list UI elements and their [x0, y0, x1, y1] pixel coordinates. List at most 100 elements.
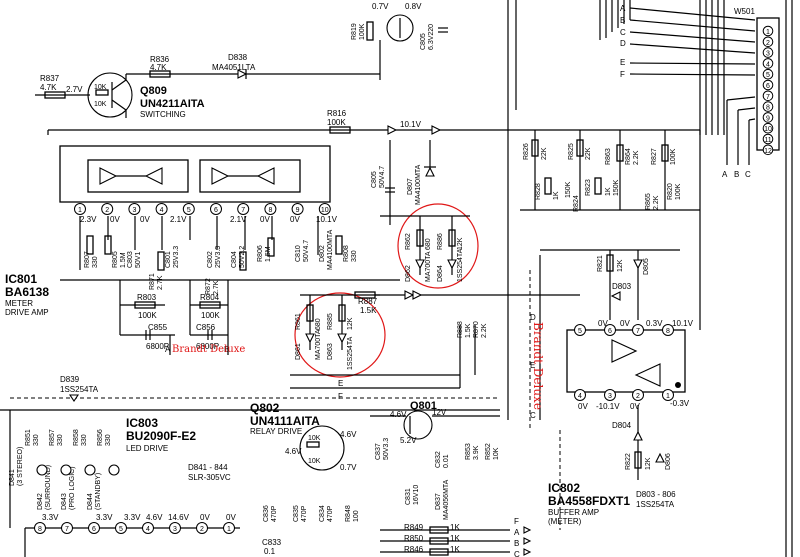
- d839: D839 1SS254TA: [10, 375, 500, 402]
- ic801-pin-8: [264, 203, 277, 215]
- svg-text:C801: C801: [165, 251, 172, 268]
- svg-text:2.7K: 2.7K: [213, 280, 220, 295]
- svg-text:D842: D842: [37, 493, 44, 510]
- svg-text:R805: R805: [112, 251, 119, 268]
- svg-text:10.1V: 10.1V: [672, 319, 694, 328]
- svg-text:50V4.7: 50V4.7: [379, 166, 386, 188]
- svg-text:UN4111AITA: UN4111AITA: [250, 414, 320, 428]
- svg-text:D862: D862: [405, 265, 412, 282]
- svg-text:0V: 0V: [598, 319, 608, 328]
- svg-text:0.8V: 0.8V: [405, 2, 422, 11]
- svg-text:B: B: [734, 170, 739, 179]
- w501-pin-label-7: 7: [766, 94, 770, 101]
- svg-text:D839: D839: [60, 375, 80, 384]
- svg-text:R872: R872: [205, 278, 212, 295]
- ic803-pin-label-8: 8: [38, 526, 42, 533]
- svg-text:50V2.2: 50V2.2: [239, 246, 246, 268]
- svg-text:(SURROUND): (SURROUND): [45, 465, 52, 510]
- svg-text:0V: 0V: [226, 513, 236, 522]
- right-resistors: R826 22K R825 22K R863 R864 2.2K R827 10…: [520, 130, 701, 330]
- svg-text:1K: 1K: [450, 534, 460, 543]
- ic802-pin-5: [574, 324, 586, 336]
- svg-text:0.7V: 0.7V: [340, 463, 357, 472]
- svg-text:D803 - 806: D803 - 806: [636, 490, 676, 499]
- red-circled-diodes-lower: R861 680 R885 12K D861 MA700TA D863 1SS2…: [294, 290, 580, 378]
- svg-text:MA4100MTA: MA4100MTA: [327, 229, 334, 270]
- svg-text:C837: C837: [375, 443, 382, 460]
- svg-text:C: C: [620, 28, 626, 37]
- svg-text:DRIVE AMP: DRIVE AMP: [5, 308, 49, 317]
- ic801-pin-label-9: 9: [296, 207, 300, 214]
- svg-text:1SS254TA: 1SS254TA: [347, 336, 354, 370]
- svg-text:12K: 12K: [617, 259, 624, 272]
- ic803-leds: D841 (3 STEREO) D842 (SURROUND) D843 (PR…: [0, 409, 500, 556]
- svg-text:3.3V: 3.3V: [124, 513, 141, 522]
- d807-area: C805 50V4.7 D807 MA4100MTA: [371, 140, 436, 225]
- svg-text:IC802: IC802: [548, 481, 580, 495]
- svg-text:D802: D802: [319, 245, 326, 262]
- ic802-pin-7: [632, 324, 644, 336]
- w501-pin-7: [762, 90, 774, 102]
- svg-text:F: F: [338, 392, 343, 401]
- svg-text:D: D: [530, 313, 536, 322]
- ic802: IC802 BA4558FDXT1 BUFFER AMP (METER): [548, 329, 686, 526]
- svg-text:BA4558FDXT1: BA4558FDXT1: [548, 494, 630, 508]
- svg-text:R848: R848: [345, 505, 352, 522]
- svg-text:6.3V220: 6.3V220: [428, 24, 435, 50]
- svg-text:10K: 10K: [308, 435, 321, 442]
- svg-text:25V3.3: 25V3.3: [215, 246, 222, 268]
- svg-text:R808: R808: [343, 245, 350, 262]
- q801: Q801 4.6V 12V 5.2V: [370, 400, 500, 445]
- svg-text:D806: D806: [665, 453, 672, 470]
- svg-text:2.1V: 2.1V: [170, 215, 187, 224]
- svg-text:4.6V: 4.6V: [285, 447, 302, 456]
- svg-text:R823: R823: [585, 179, 592, 196]
- ic801: IC801 BA6138 METER DRIVE AMP: [5, 145, 331, 317]
- svg-text:(3 STEREO): (3 STEREO): [17, 447, 24, 486]
- svg-text:R837: R837: [40, 74, 60, 83]
- handwriting-vertical: Brandt Deluxe: [531, 322, 545, 410]
- ic803-pin-7: [61, 522, 73, 534]
- ic802-pin-3: [604, 389, 616, 401]
- svg-text:F: F: [514, 517, 519, 526]
- ic801-pin-label-1: 1: [78, 207, 82, 214]
- ic801-pin-label-4: 4: [160, 207, 164, 214]
- ic803-pin-label-5: 5: [119, 526, 123, 533]
- svg-text:UN4211AITA: UN4211AITA: [140, 98, 205, 110]
- svg-text:D863: D863: [327, 343, 334, 360]
- svg-text:SLR-305VC: SLR-305VC: [188, 473, 231, 482]
- svg-text:D803: D803: [612, 282, 632, 291]
- svg-text:R870: R870: [473, 321, 480, 338]
- svg-text:Q802: Q802: [250, 401, 280, 415]
- svg-text:R827: R827: [651, 148, 658, 165]
- ic803-pin-4: [142, 522, 154, 534]
- ic803-pin-label-3: 3: [173, 526, 177, 533]
- svg-text:R864: R864: [625, 148, 632, 165]
- ic801-pin-label-6: 6: [214, 207, 218, 214]
- svg-text:C831: C831: [405, 488, 412, 505]
- svg-text:A: A: [722, 170, 728, 179]
- svg-text:0V: 0V: [630, 402, 640, 411]
- svg-text:330: 330: [57, 434, 64, 446]
- svg-text:10.1V: 10.1V: [400, 120, 422, 129]
- svg-text:MA700TA: MA700TA: [425, 251, 432, 282]
- svg-text:D841: D841: [9, 469, 16, 486]
- svg-text:10K: 10K: [94, 84, 107, 91]
- ef-nets: E F R888 1.5K R870 2.2K: [290, 321, 488, 401]
- svg-text:BA6138: BA6138: [5, 285, 49, 299]
- ic802-pin-label-3: 3: [608, 393, 612, 400]
- svg-text:680: 680: [425, 238, 432, 250]
- ic802-pin-label-6: 6: [608, 328, 612, 335]
- r837: R837 4.7K 2.7V: [35, 74, 90, 99]
- w501-label: W501: [734, 7, 755, 16]
- svg-text:C855: C855: [148, 323, 168, 332]
- svg-text:2.1V: 2.1V: [230, 215, 247, 224]
- svg-text:-10.1V: -10.1V: [596, 402, 620, 411]
- ic803-pin-label-4: 4: [146, 526, 150, 533]
- svg-text:470P: 470P: [301, 505, 308, 522]
- w501-pin-label-9: 9: [766, 115, 770, 122]
- svg-text:F: F: [620, 70, 625, 79]
- svg-text:12K: 12K: [457, 237, 464, 250]
- svg-text:B: B: [224, 345, 229, 354]
